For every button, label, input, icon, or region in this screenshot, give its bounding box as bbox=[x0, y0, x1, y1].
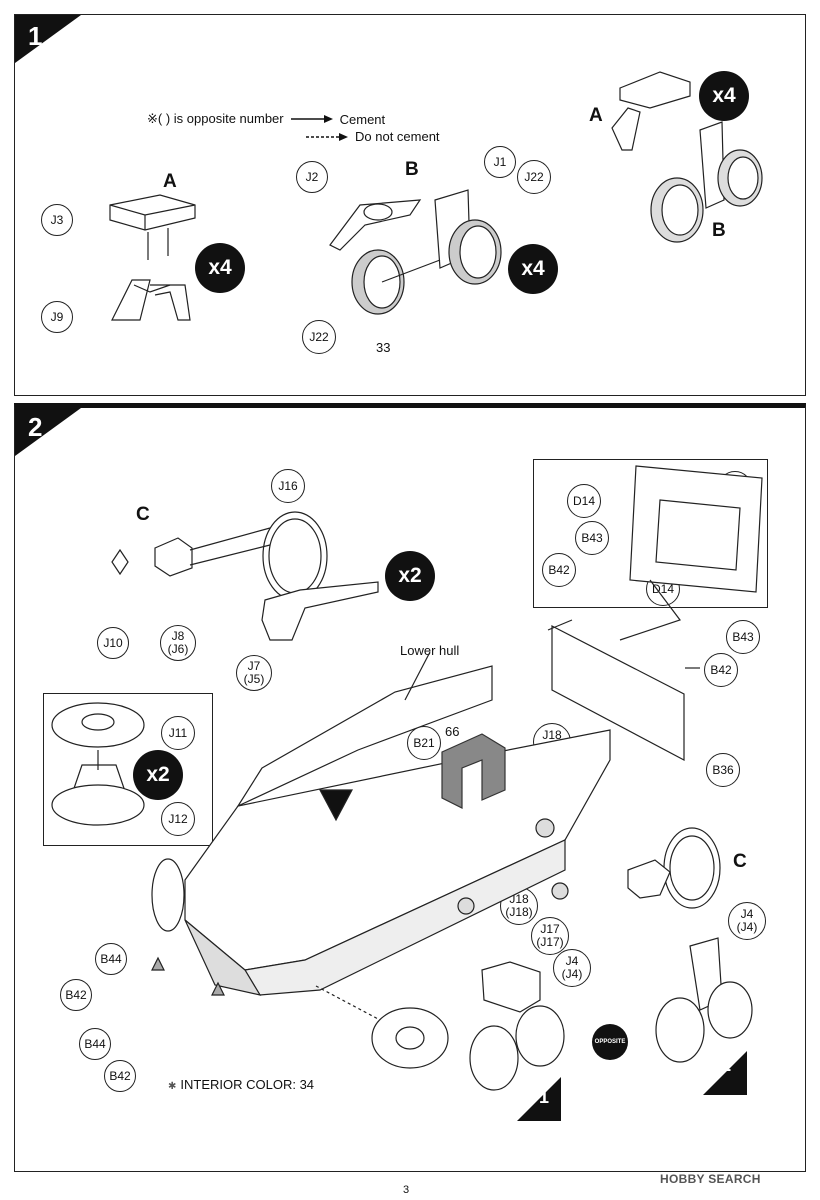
page-number: 3 bbox=[403, 1184, 410, 1196]
multiplier-badge-combined: x4 bbox=[699, 71, 749, 121]
subassembly-a-letter: A bbox=[163, 171, 177, 192]
part-callout-j16: J16 bbox=[271, 469, 305, 503]
legend-opposite: ※( ) is opposite number Cement bbox=[147, 111, 385, 127]
part-callout-b21: B21 bbox=[407, 726, 441, 760]
part-callout-j1: J1 bbox=[484, 146, 516, 178]
part-callout-j11: J11 bbox=[161, 716, 195, 750]
dashed-arrow-icon bbox=[306, 132, 348, 141]
part-callout-b44-lower: B44 bbox=[79, 1028, 111, 1060]
part-callout-b43-right: B43 bbox=[726, 620, 760, 654]
part-callout-j9: J9 bbox=[41, 301, 73, 333]
cement-label: Cement bbox=[339, 111, 386, 127]
lower-hull-label: Lower hull bbox=[400, 643, 460, 658]
opposite-badge: OPPOSITE bbox=[592, 1024, 628, 1060]
subassembly-b-letter: B bbox=[405, 159, 419, 180]
paint-number-33: 33 bbox=[376, 340, 391, 355]
opposite-note: ※( ) is opposite number bbox=[147, 111, 284, 126]
part-callout-j4-center: J4(J4) bbox=[553, 949, 591, 987]
multiplier-badge-a: x4 bbox=[195, 243, 245, 293]
step-tab-icon bbox=[15, 408, 81, 456]
step-number: 2 bbox=[28, 412, 43, 442]
part-callout-b42-left: B42 bbox=[542, 553, 576, 587]
multiplier-badge-c: x2 bbox=[385, 551, 435, 601]
part-callout-b36-inset: B36 bbox=[718, 471, 752, 505]
part-callout-d14-upper: D14 bbox=[567, 484, 601, 518]
part-callout-j3: J3 bbox=[41, 204, 73, 236]
multiplier-badge-b: x4 bbox=[508, 244, 558, 294]
part-callout-b44-upper: B44 bbox=[95, 943, 127, 975]
part-callout-j10: J10 bbox=[97, 627, 129, 659]
part-callout-j4-right: J4(J4) bbox=[728, 902, 766, 940]
part-callout-j22-lower: J22 bbox=[302, 320, 336, 354]
part-callout-j8-j6: J8(J6) bbox=[160, 625, 196, 661]
step-2-panel: 2 C J16 J10 J8(J6) J7(J5) x2 J11 J12 x2 … bbox=[14, 403, 806, 1172]
step-1-panel: 1 ※( ) is opposite number Cement Do not … bbox=[14, 14, 806, 396]
interior-color-text: INTERIOR COLOR: 34 bbox=[180, 1077, 315, 1092]
part-callout-j2: J2 bbox=[296, 161, 328, 193]
part-callout-b42-right: B42 bbox=[704, 653, 738, 687]
solid-arrow-icon bbox=[290, 115, 333, 123]
legend-no-cement: Do not cement bbox=[305, 129, 440, 144]
step-tab-icon bbox=[15, 15, 81, 63]
part-callout-j18-lower: J18(J18) bbox=[500, 887, 538, 925]
part-callout-b43-left: B43 bbox=[575, 521, 609, 555]
part-callout-j7-j5: J7(J5) bbox=[236, 655, 272, 691]
subassembly-c-letter: C bbox=[136, 504, 150, 525]
step-number: 1 bbox=[28, 21, 43, 51]
combined-b-letter: B bbox=[712, 220, 726, 241]
step-ref-triangle-icon bbox=[517, 1077, 561, 1121]
part-callout-b42-lower: B42 bbox=[104, 1060, 136, 1092]
part-callout-j22-upper: J22 bbox=[517, 160, 551, 194]
multiplier-badge-sprocket: x2 bbox=[133, 750, 183, 800]
part-callout-j18-upper: J18(J18) bbox=[533, 723, 571, 761]
part-callout-j12: J12 bbox=[161, 802, 195, 836]
step-ref-1-left: 1 bbox=[517, 1077, 561, 1126]
interior-color-note: ✱INTERIOR COLOR: 34 bbox=[168, 1077, 314, 1092]
subassembly-c-letter-hull: C bbox=[733, 851, 747, 872]
step-ref-1-right: 1 bbox=[703, 1051, 747, 1100]
no-cement-label: Do not cement bbox=[355, 129, 440, 144]
asterisk-icon: ✱ bbox=[168, 1081, 177, 1092]
combined-a-letter: A bbox=[589, 105, 603, 126]
part-callout-b42-upper: B42 bbox=[60, 979, 92, 1011]
part-callout-b36-main: B36 bbox=[706, 753, 740, 787]
step-ref-triangle-icon bbox=[703, 1051, 747, 1095]
watermark-text: HOBBY SEARCH bbox=[660, 1172, 761, 1186]
part-callout-j17: J17(J17) bbox=[531, 917, 569, 955]
part-callout-d14-lower: D14 bbox=[646, 572, 680, 606]
paint-number-66: 66 bbox=[445, 724, 460, 739]
